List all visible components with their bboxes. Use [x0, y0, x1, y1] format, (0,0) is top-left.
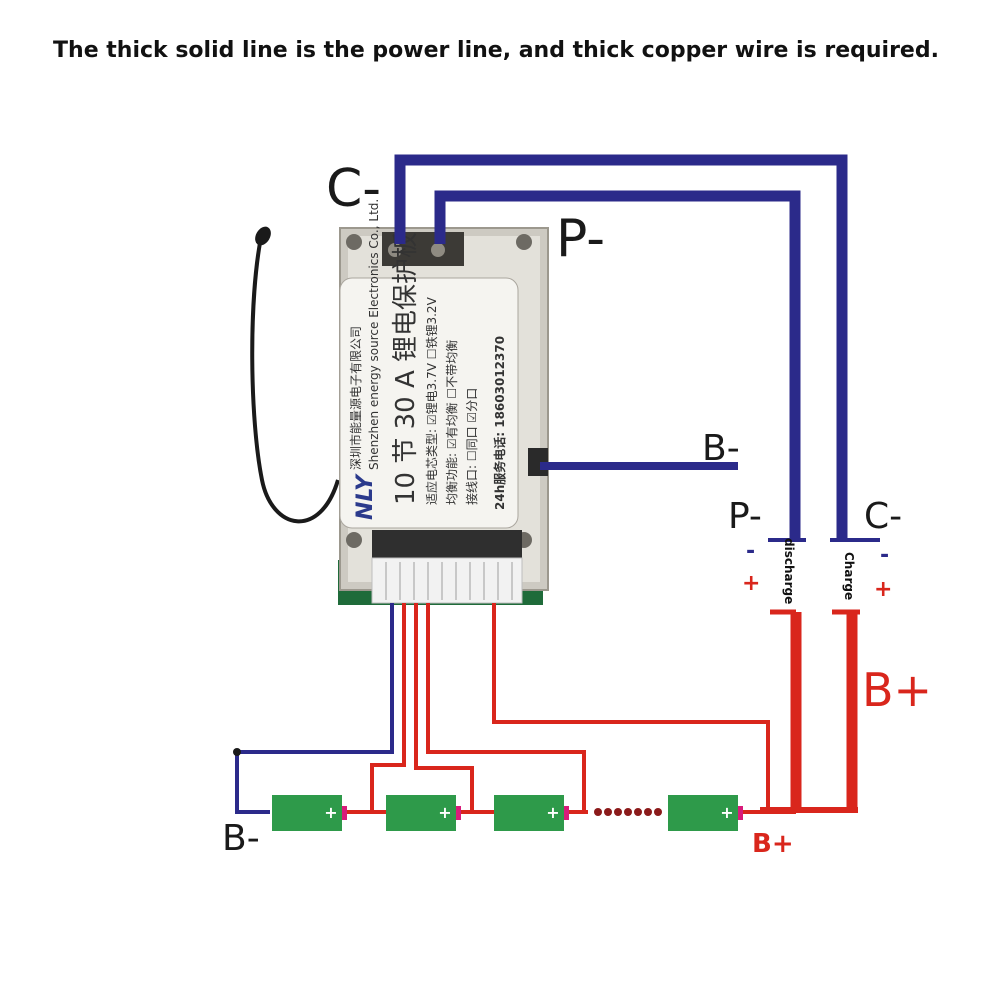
cell-ellipsis: [594, 808, 662, 816]
balance-header: [372, 530, 522, 558]
c-minus-top-label: C-: [326, 159, 381, 219]
balance-connector: [371, 557, 523, 604]
temperature-probe-tip: [255, 226, 271, 246]
balance-wire-b10: [492, 603, 770, 812]
cell-terminal: [564, 806, 569, 820]
temperature-probe-wire: [250, 231, 340, 524]
cell-terminal: [456, 806, 461, 820]
diagram-title: The thick solid line is the power line, …: [53, 38, 939, 63]
charge-label: Charge: [842, 552, 856, 600]
charge-minus-sign: -: [880, 543, 889, 568]
c-minus-right-label: C-: [864, 496, 902, 537]
blue-power-lines: [394, 154, 848, 540]
board-spec: 10 节 30 A 锂电保护板: [391, 232, 421, 505]
b-plus-big-label: B+: [862, 663, 932, 717]
board-company: 深圳市能量源电子有限公司: [348, 326, 363, 470]
b-plus-bottom-label: B+: [752, 829, 794, 859]
cell-plus-mark: +: [546, 803, 559, 822]
charge-plus-sign: +: [874, 577, 892, 602]
balance-wire-b0: [235, 603, 394, 814]
c-minus-wire: [394, 154, 848, 540]
p-minus-wire: [434, 190, 801, 540]
cell-plus-mark: +: [324, 803, 337, 822]
battery-cell-3: +: [494, 795, 569, 831]
p-minus-right-label: P-: [728, 496, 762, 537]
balance-wire-b3: [426, 603, 586, 812]
board-options-1: 适应电芯类型: ☑锂电3.7V ☐铁锂3.2V: [424, 296, 439, 505]
discharge-plus-sign: +: [742, 571, 760, 596]
discharge-minus-sign: -: [746, 539, 755, 564]
b-minus-bottom-label: B-: [222, 818, 260, 859]
board-options-2: 均衡功能: ☑有均衡 ☐不带均衡: [445, 340, 459, 505]
p-minus-top-label: P-: [556, 209, 605, 269]
cell-terminal: [738, 806, 743, 820]
screw: [516, 234, 532, 250]
cell-plus-mark: +: [438, 803, 451, 822]
battery-cell-2: +: [386, 795, 461, 831]
balance-wires: [235, 603, 770, 814]
battery-cell-1: +: [272, 795, 347, 831]
board-company-en: Shenzhen energy source Electronics Co., …: [367, 199, 381, 470]
board-hotline: 24h服务电话: 18603012370: [492, 336, 507, 510]
board-label-sticker: [339, 277, 519, 529]
screw: [346, 532, 362, 548]
balance-wire-b1: [370, 603, 406, 812]
cell-terminal: [342, 806, 347, 820]
battery-cell-n: +: [668, 795, 743, 831]
board-brand: NLY: [353, 473, 378, 520]
protection-board: NLY 深圳市能量源电子有限公司 Shenzhen energy source …: [339, 199, 549, 604]
b-minus-board-label: B-: [702, 428, 740, 469]
balance-wire-b2: [414, 603, 474, 812]
discharge-label: discharge: [782, 538, 796, 604]
board-options-3: 接线口: ☐同口 ☑分口: [464, 388, 479, 505]
red-power-lines: [760, 609, 860, 813]
cell-plus-mark: +: [720, 803, 733, 822]
screw: [346, 234, 362, 250]
junction-dot: [233, 748, 241, 756]
